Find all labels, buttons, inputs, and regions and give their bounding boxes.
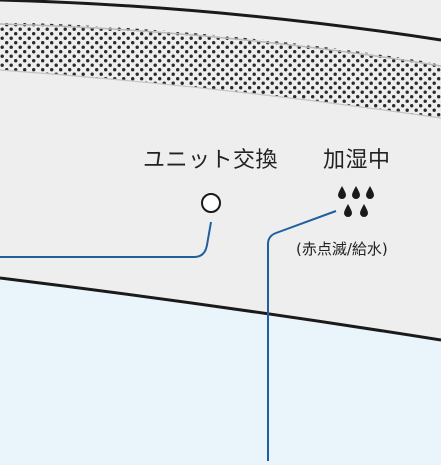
unit-replace-label: ユニット交換: [143, 148, 279, 173]
speaker-grille: [0, 22, 441, 118]
leader-line-humidify: [267, 210, 337, 461]
humidifying-label: 加湿中: [323, 148, 391, 173]
panel-bottom-edge: [0, 276, 441, 342]
panel-top-edge: [0, 0, 441, 42]
humidifying-note: (赤点滅/給水): [296, 240, 388, 258]
water-drops-icon: [338, 186, 374, 217]
grille-top-edge: [0, 23, 441, 67]
grille-bottom-edge: [0, 69, 441, 119]
leader-line-unit-lamp: [0, 221, 212, 258]
unit-lamp-icon: [201, 193, 221, 213]
